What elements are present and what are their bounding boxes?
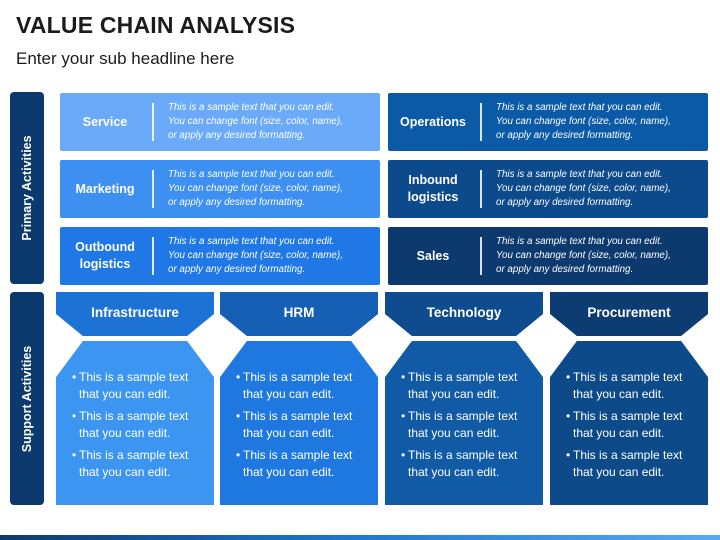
primary-box-sales[interactable]: Sales This is a sample text that you can… xyxy=(388,227,708,285)
support-header-technology[interactable]: Technology xyxy=(385,292,543,336)
bullet-list: This is a sample text that you can edit.… xyxy=(566,369,701,486)
bullet-item: This is a sample text that you can edit. xyxy=(72,447,207,481)
bullet-item: This is a sample text that you can edit. xyxy=(566,408,701,442)
primary-description: This is a sample text that you can edit.… xyxy=(496,236,671,276)
support-header-hrm[interactable]: HRM xyxy=(220,292,378,336)
bullet-item: This is a sample text that you can edit. xyxy=(72,369,207,403)
primary-activities-label: Primary Activities xyxy=(10,92,44,284)
primary-name: Marketing xyxy=(75,181,135,196)
bullet-item: This is a sample text that you can edit. xyxy=(236,408,371,442)
primary-description: This is a sample text that you can edit.… xyxy=(168,102,343,142)
primary-box-service[interactable]: Service This is a sample text that you c… xyxy=(60,93,380,151)
support-body-procurement: This is a sample text that you can edit.… xyxy=(550,341,708,505)
bullet-item: This is a sample text that you can edit. xyxy=(236,447,371,481)
bullet-item: This is a sample text that you can edit. xyxy=(236,369,371,403)
bottom-accent-bar xyxy=(0,535,720,540)
bullet-item: This is a sample text that you can edit. xyxy=(401,408,536,442)
page-subtitle: Enter your sub headline here xyxy=(16,49,235,68)
bullet-list: This is a sample text that you can edit.… xyxy=(401,369,536,486)
divider xyxy=(152,103,154,141)
bullet-item: This is a sample text that you can edit. xyxy=(566,447,701,481)
support-body-technology: This is a sample text that you can edit.… xyxy=(385,341,543,505)
bullet-item: This is a sample text that you can edit. xyxy=(401,447,536,481)
primary-description: This is a sample text that you can edit.… xyxy=(168,236,343,276)
support-header-infrastructure[interactable]: Infrastructure xyxy=(56,292,214,336)
support-activities-text: Support Activities xyxy=(20,345,34,452)
primary-description: This is a sample text that you can edit.… xyxy=(168,169,343,209)
primary-description: This is a sample text that you can edit.… xyxy=(496,169,671,209)
primary-name: Service xyxy=(82,114,128,129)
primary-name: Operations xyxy=(400,114,466,129)
primary-name: Inbound logistics xyxy=(407,173,459,204)
support-body-hrm: This is a sample text that you can edit.… xyxy=(220,341,378,505)
support-header-procurement[interactable]: Procurement xyxy=(550,292,708,336)
primary-box-outbound-logistics[interactable]: Outbound logistics This is a sample text… xyxy=(60,227,380,285)
divider xyxy=(480,170,482,208)
primary-description: This is a sample text that you can edit.… xyxy=(496,102,671,142)
primary-name: Sales xyxy=(416,248,450,263)
divider xyxy=(152,170,154,208)
bullet-item: This is a sample text that you can edit. xyxy=(72,408,207,442)
primary-name: Outbound logistics xyxy=(75,240,135,271)
primary-box-inbound-logistics[interactable]: Inbound logistics This is a sample text … xyxy=(388,160,708,218)
bullet-item: This is a sample text that you can edit. xyxy=(566,369,701,403)
primary-box-operations[interactable]: Operations This is a sample text that yo… xyxy=(388,93,708,151)
primary-activities-text: Primary Activities xyxy=(20,135,34,241)
page-title: VALUE CHAIN ANALYSIS xyxy=(16,12,296,38)
bullet-item: This is a sample text that you can edit. xyxy=(401,369,536,403)
support-body-infrastructure: This is a sample text that you can edit.… xyxy=(56,341,214,505)
bullet-list: This is a sample text that you can edit.… xyxy=(236,369,371,486)
divider xyxy=(480,103,482,141)
divider xyxy=(152,237,154,275)
bullet-list: This is a sample text that you can edit.… xyxy=(72,369,207,486)
divider xyxy=(480,237,482,275)
primary-box-marketing[interactable]: Marketing This is a sample text that you… xyxy=(60,160,380,218)
support-activities-label: Support Activities xyxy=(10,292,44,505)
